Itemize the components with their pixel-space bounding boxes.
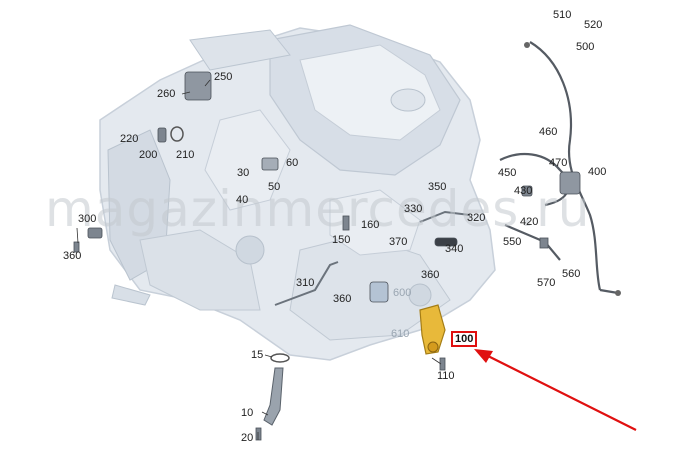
callout-60[interactable]: 60	[286, 157, 299, 169]
callout-360-left[interactable]: 360	[63, 250, 82, 262]
callout-450[interactable]: 450	[498, 167, 517, 179]
leader-lines	[76, 79, 442, 440]
callout-320[interactable]: 320	[467, 212, 486, 224]
callout-350[interactable]: 350	[428, 181, 447, 193]
callout-360-middle[interactable]: 360	[333, 293, 352, 305]
callout-460[interactable]: 460	[539, 126, 558, 138]
callout-160[interactable]: 160	[361, 219, 380, 231]
callout-20[interactable]: 20	[241, 432, 254, 444]
callout-500[interactable]: 500	[576, 41, 595, 53]
callout-610[interactable]: 610	[391, 328, 410, 340]
callout-250[interactable]: 250	[214, 71, 233, 83]
callout-210[interactable]: 210	[176, 149, 195, 161]
callout-360-right[interactable]: 360	[421, 269, 440, 281]
callout-50[interactable]: 50	[268, 181, 281, 193]
callout-40[interactable]: 40	[236, 194, 249, 206]
callout-110[interactable]: 110	[437, 370, 455, 382]
callout-430[interactable]: 430	[514, 185, 533, 197]
callout-600[interactable]: 600	[393, 287, 412, 299]
callout-260[interactable]: 260	[157, 88, 176, 100]
callout-300[interactable]: 300	[78, 213, 97, 225]
callout-560[interactable]: 560	[562, 268, 581, 280]
callout-340[interactable]: 340	[445, 243, 464, 255]
sensor-tip	[615, 290, 621, 296]
callout-520[interactable]: 520	[584, 19, 603, 31]
red-pointer-arrow	[474, 349, 637, 431]
callout-510[interactable]: 510	[553, 9, 572, 21]
callout-15[interactable]: 15	[251, 349, 264, 361]
callout-310[interactable]: 310	[296, 277, 315, 289]
callout-220[interactable]: 220	[120, 133, 139, 145]
engine-block	[99, 24, 496, 361]
pipe-parts	[274, 210, 471, 306]
callout-570[interactable]: 570	[537, 277, 556, 289]
callout-200[interactable]: 200	[139, 149, 158, 161]
sensor-tip	[524, 42, 530, 48]
callout-150[interactable]: 150	[332, 234, 351, 246]
callout-550[interactable]: 550	[503, 236, 522, 248]
highlighted-part-100	[419, 304, 446, 355]
callout-420[interactable]: 420	[520, 216, 539, 228]
part-10-tube	[263, 353, 290, 426]
small-parts	[73, 71, 581, 441]
callout-10[interactable]: 10	[241, 407, 254, 419]
callout-100-highlighted[interactable]: 100	[451, 331, 478, 347]
callout-30[interactable]: 30	[237, 167, 250, 179]
callout-400[interactable]: 400	[588, 166, 607, 178]
watermark-text: magazinmercedes.ru	[45, 180, 591, 238]
callout-470[interactable]: 470	[549, 157, 568, 169]
callout-330[interactable]: 330	[404, 203, 423, 215]
callout-370[interactable]: 370	[389, 236, 408, 248]
